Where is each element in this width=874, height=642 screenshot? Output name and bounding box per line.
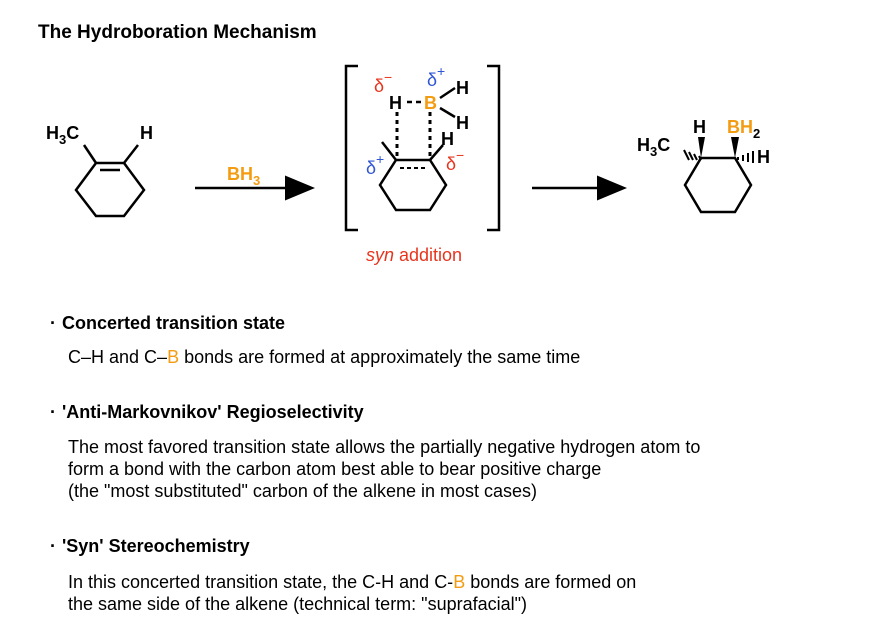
bullet: ·	[50, 536, 56, 556]
reactant-h-label: H	[140, 123, 153, 143]
ts-b-h-top-bond	[439, 86, 456, 100]
heading-text: Concerted transition state	[62, 313, 286, 333]
product-h-hashed-bond	[737, 151, 754, 163]
product-ring	[683, 156, 753, 214]
product-methyl-hashed-bond	[683, 149, 702, 161]
page-title: The Hydroboration Mechanism	[38, 22, 317, 43]
ts-delta-minus-carbon: δ−	[446, 147, 464, 174]
reactant-ch3-label: H3C	[46, 123, 79, 147]
text-line: The most favored transition state allows…	[68, 437, 701, 457]
syn-addition-caption: syn addition	[366, 245, 462, 265]
ts-boron-label: B	[424, 93, 437, 113]
text-line: form a bond with the carbon atom best ab…	[68, 459, 602, 479]
ts-ring-h-bond	[429, 144, 444, 161]
right-bracket	[487, 64, 501, 232]
ts-delta-plus-boron: δ+	[427, 63, 445, 90]
heading-text: 'Anti-Markovnikov' Regioselectivity	[62, 402, 364, 422]
product-h2-label: H	[757, 147, 770, 167]
text-part: bonds are formed at approximately the sa…	[179, 347, 581, 367]
point-regioselectivity-text: The most favored transition state allows…	[68, 436, 700, 502]
reagent-label: BH3	[227, 164, 260, 188]
left-bracket	[344, 64, 358, 232]
point-concerted-text: C–H and C–B bonds are formed at approxim…	[68, 346, 580, 368]
point-stereochemistry-heading: · 'Syn' Stereochemistry	[50, 536, 250, 557]
product-ch3-label: H3C	[637, 135, 670, 159]
reactant-h-bond	[123, 144, 139, 164]
transition-state: H B H H H δ− δ+ δ+ δ− syn addition	[344, 63, 501, 265]
ts-delta-plus-carbon: δ+	[366, 151, 384, 178]
ts-ring-h-label: H	[441, 129, 454, 149]
ts-boron-h-top-label: H	[456, 78, 469, 98]
product-h-wedge	[698, 137, 705, 158]
text-line: the same side of the alkene (technical t…	[68, 594, 527, 614]
ts-boron-h-bottom-label: H	[456, 113, 469, 133]
bullet: ·	[50, 313, 56, 333]
product-h-label: H	[693, 117, 706, 137]
point-regioselectivity-heading: · 'Anti-Markovnikov' Regioselectivity	[50, 402, 364, 423]
text-line: In this concerted transition state, the …	[68, 572, 637, 592]
point-stereochemistry-text: In this concerted transition state, the …	[68, 571, 636, 615]
ts-ring	[378, 158, 448, 212]
product-molecule: H3C H BH2 H	[637, 117, 770, 214]
boron-highlight: B	[167, 347, 180, 367]
ts-methyl-bond	[381, 141, 397, 161]
boron-highlight: B	[453, 572, 466, 592]
product-bh2-wedge	[731, 137, 739, 158]
ts-b-h-bottom-bond	[439, 106, 456, 119]
reactant-methyl-bond	[82, 144, 98, 164]
reaction-scheme: H3C H BH3 H B H H H δ− δ+ δ+ δ− syn addi…	[46, 63, 770, 265]
bullet: ·	[50, 402, 56, 422]
product-bh2-label: BH2	[727, 117, 760, 141]
ts-hydride-label: H	[389, 93, 402, 113]
text-part: C–H and C–	[68, 347, 168, 367]
heading-text: 'Syn' Stereochemistry	[62, 536, 250, 556]
point-concerted-heading: · Concerted transition state	[50, 313, 285, 334]
ts-delta-minus-hydride: δ−	[374, 69, 392, 96]
reactant-molecule: H3C H	[46, 123, 153, 218]
text-line: (the "most substituted" carbon of the al…	[68, 481, 538, 501]
